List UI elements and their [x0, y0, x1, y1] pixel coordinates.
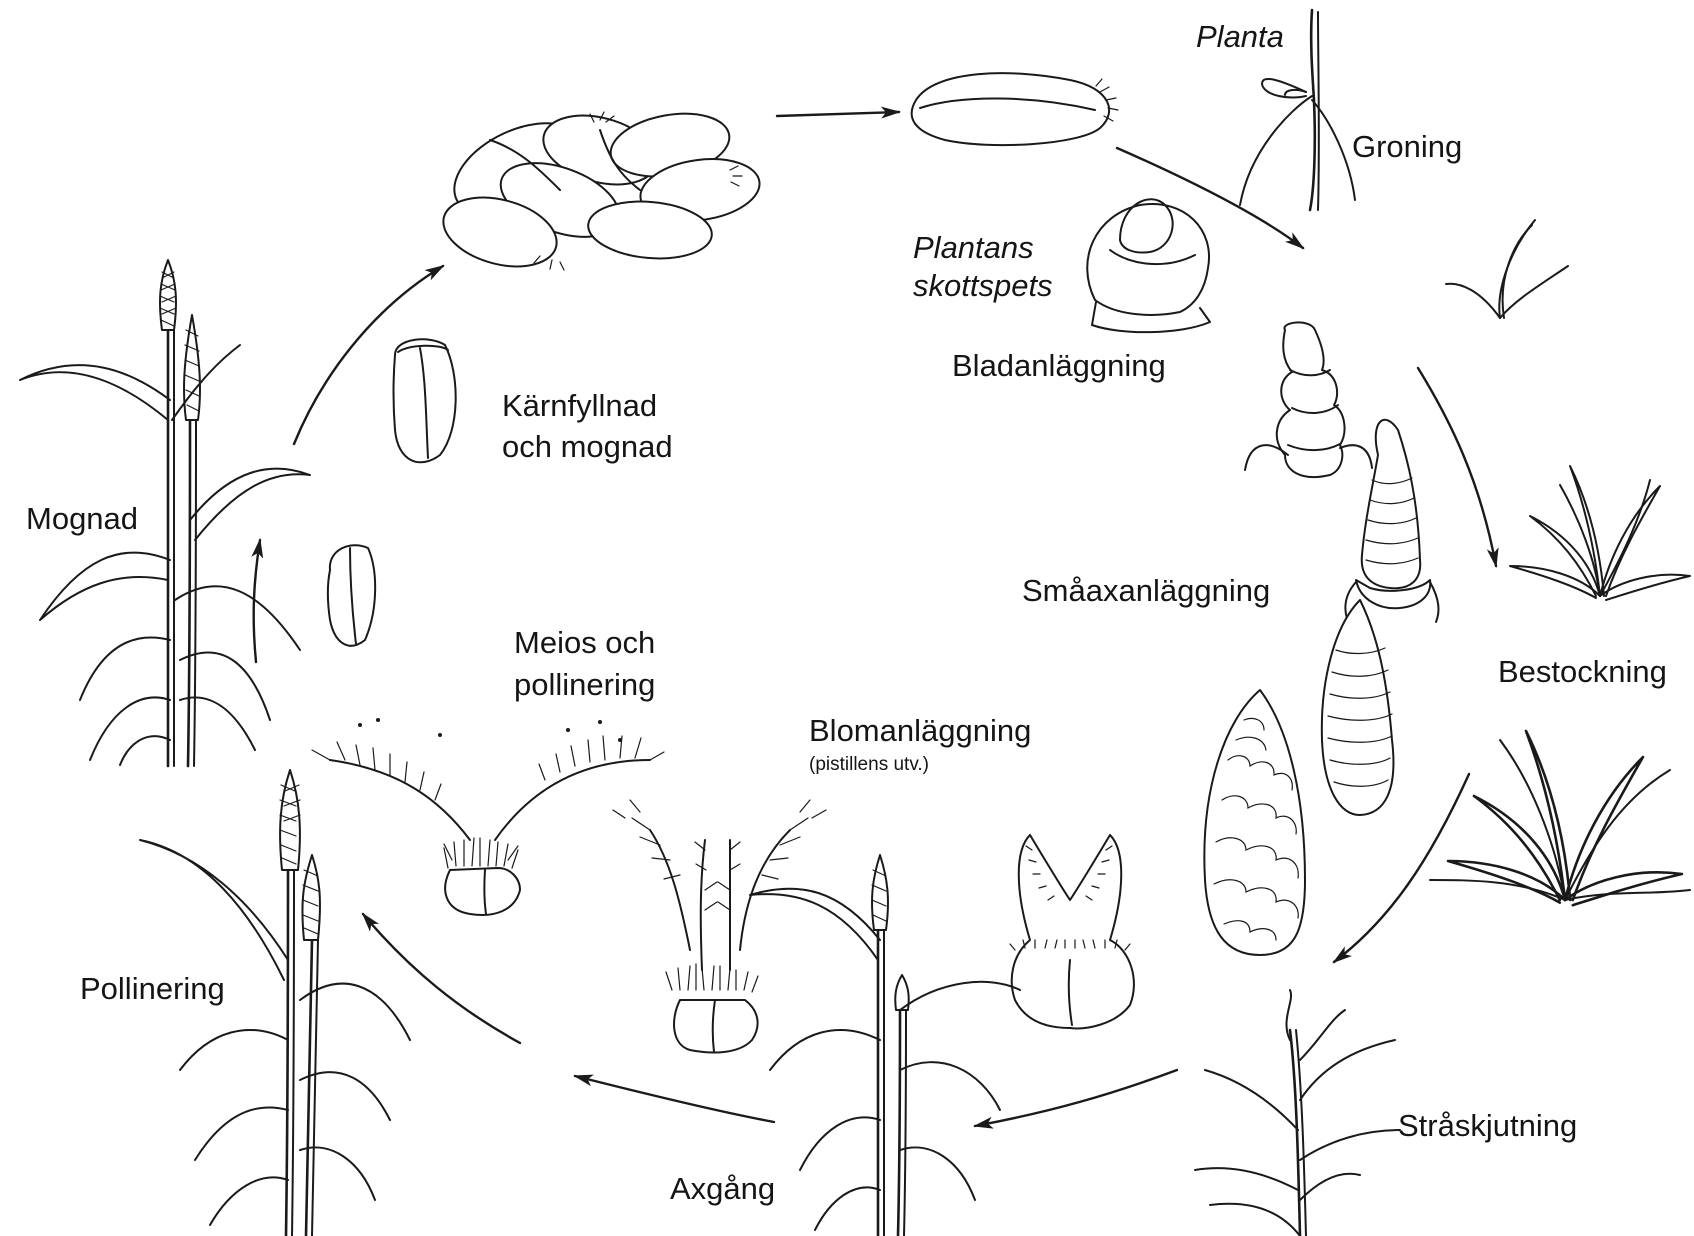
label-pollinering-sub: pollinering: [514, 666, 655, 704]
spike-florets-drawing: [1204, 690, 1305, 955]
young-kernel-drawing: [328, 545, 375, 645]
kernel-pile-drawing: [436, 104, 764, 278]
arrow-straskjutning-to-axgang: [975, 1070, 1177, 1126]
label-bestockning: Bestockning: [1498, 653, 1667, 691]
spike-development-drawing: [1322, 600, 1394, 815]
small-sprout-drawing: [1446, 220, 1568, 318]
seed-drawing: [912, 73, 1118, 145]
floret-primordium-drawing: [1010, 835, 1134, 1028]
label-och-mognad: och mognad: [502, 428, 673, 466]
stem-elongation-plant-drawing: [1195, 990, 1400, 1236]
tillering-seedling-drawing: [1510, 466, 1690, 600]
cycle-arrows: [254, 112, 1496, 1126]
label-smaaxanlaggning: Småaxanläggning: [1022, 572, 1270, 610]
tillered-plant-drawing: [1430, 731, 1690, 905]
pistil-drawing: [613, 800, 826, 1053]
developing-kernel-drawing: [394, 339, 456, 462]
label-skottspets: skottspets: [913, 267, 1053, 305]
label-axgang: Axgång: [670, 1170, 775, 1208]
label-straskjutning: Stråskjutning: [1398, 1107, 1577, 1145]
label-groning: Groning: [1352, 128, 1462, 166]
leaf-primordia-drawing: [1245, 322, 1372, 477]
arrow-karnfyllnad-to-seed: [777, 112, 899, 116]
label-pollinering: Pollinering: [80, 970, 225, 1008]
arrow-pollinering-to-mognad: [363, 914, 520, 1043]
label-planta: Planta: [1196, 18, 1284, 56]
label-bladanlaggning: Bladanläggning: [952, 347, 1166, 385]
arrow-groning-to-bestockning: [1418, 368, 1496, 566]
label-meios-och: Meios och: [514, 624, 655, 662]
arrow-axgang-to-pollinering: [575, 1076, 774, 1122]
label-pistillens-utv: (pistillens utv.): [809, 753, 929, 776]
label-karnfyllnad: Kärnfyllnad: [502, 387, 657, 425]
heading-wheat-plant-drawing: [750, 855, 1020, 1236]
label-blomanlaggning: Blomanläggning: [809, 712, 1031, 750]
meiosis-pistil-drawing: [312, 718, 664, 915]
shoot-tip-drawing: [1087, 199, 1210, 332]
label-mognad: Mognad: [26, 500, 138, 538]
label-plantans: Plantans: [913, 229, 1034, 267]
spikelet-initiation-drawing: [1345, 420, 1438, 630]
